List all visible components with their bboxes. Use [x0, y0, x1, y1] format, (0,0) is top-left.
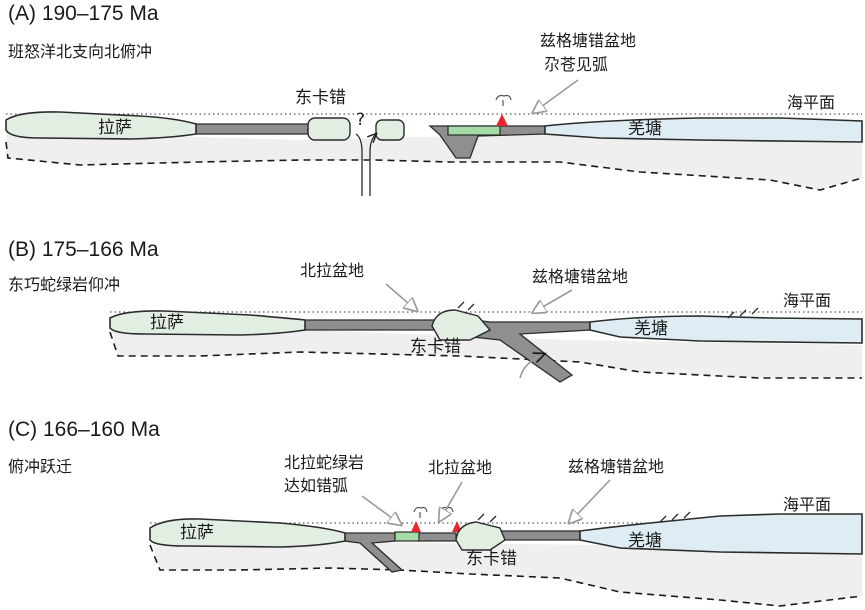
panel-a-oceanic-slab	[195, 123, 309, 135]
panel-c-oceanic-slab-central	[499, 530, 581, 541]
panel-c-sea-level-label: 海平面	[783, 495, 831, 514]
panel-c-basement	[149, 544, 863, 607]
panel-c-basin-callout-arrow	[570, 479, 611, 522]
panel-a-eruption-cloud-icon	[495, 94, 512, 106]
panel-a-basement	[5, 141, 863, 191]
panel-a-basin-label-1: 兹格塘错盆地	[540, 31, 636, 50]
panel-b-thrust-marks	[457, 301, 475, 311]
panel-c-ophiolite-label-1: 北拉蛇绿岩	[284, 453, 364, 472]
panel-a-sea-level-label: 海平面	[787, 93, 835, 112]
panel-c-ophiolite-basin	[394, 531, 420, 542]
panel-c-crust	[150, 535, 862, 606]
panel-c-dongqiao-block	[455, 521, 506, 551]
panel-c-dongqiao-label: 东卡错	[466, 549, 517, 569]
panel-c-lhasa-block	[149, 518, 346, 548]
panel-b-lhasa-label: 拉萨	[150, 313, 184, 333]
panel-b-basement	[109, 331, 862, 379]
panel-c: (C) 166–160 Ma 俯冲跃迁 海平面 拉萨 东卡错 羌塘 北拉蛇绿岩 …	[8, 418, 863, 607]
panel-c-north-lhasa-callout-arrow	[440, 481, 463, 520]
panel-c-thrust-marks	[477, 513, 497, 523]
panel-a-dongqiao-label: 东卡错	[295, 88, 346, 108]
panel-c-eruption-cloud-icon-1	[413, 506, 428, 518]
panel-c-oceanic-slab-east	[417, 532, 457, 542]
panel-b-qiangtang-thrusts	[727, 307, 759, 319]
panel-a-dongqiao-block-2	[375, 119, 405, 141]
panel-b-title: (B) 175–166 Ma	[8, 238, 159, 261]
panel-c-title: (C) 166–160 Ma	[8, 418, 160, 441]
panel-b-north-lhasa-basin-label: 北拉盆地	[300, 261, 364, 280]
panel-a-qiangtang-label: 羌塘	[628, 119, 662, 139]
panel-b-oceanic-slab	[299, 319, 441, 331]
panel-a-upwelling-arrow	[355, 134, 376, 196]
panel-b-subduction-arrow	[519, 354, 544, 379]
panel-c-qiangtang-thrusts	[659, 511, 691, 523]
panel-a-crust	[6, 128, 862, 190]
panel-c-basin-label: 兹格塘错盆地	[568, 457, 664, 476]
panel-b-basin-callout-arrow	[534, 289, 573, 312]
panel-a-title: (A) 190–175 Ma	[8, 2, 159, 25]
panel-c-volcano-icon-1	[411, 521, 421, 532]
panel-a-dongqiao-block-1	[307, 117, 351, 141]
panel-b-sea-level-label: 海平面	[783, 291, 831, 310]
panel-a-basin	[447, 125, 501, 136]
panel-a-subtitle: 班怒洋北支向北俯冲	[8, 42, 152, 61]
panel-a-lhasa-block	[5, 111, 197, 140]
panel-a-volcano-icon	[496, 114, 508, 126]
panel-a-basin-label-2: 尕苍见弧	[544, 55, 608, 74]
panel-b-subtitle: 东巧蛇绿岩仰冲	[8, 275, 120, 294]
panel-b-basin-label: 兹格塘错盆地	[532, 267, 628, 286]
panel-b-north-lhasa-callout-arrow	[385, 283, 416, 310]
panel-b-qiangtang-block	[589, 315, 863, 344]
panel-c-ophiolite-label-2: 达如错弧	[284, 476, 348, 495]
panel-c-north-lhasa-basin-label: 北拉盆地	[428, 458, 492, 477]
panel-c-lhasa-label: 拉萨	[180, 523, 214, 543]
panel-a-question-mark: ?	[356, 110, 365, 130]
panel-b: (B) 175–166 Ma 东巧蛇绿岩仰冲 海平面 拉萨 东卡错 羌塘 北拉盆…	[8, 238, 863, 383]
panel-a: (A) 190–175 Ma 班怒洋北支向北俯冲 海平面 拉萨 东卡错 ? 羌塘…	[5, 2, 863, 196]
panel-b-lhasa-block	[109, 310, 306, 336]
panel-b-qiangtang-label: 羌塘	[634, 319, 668, 339]
panel-a-qiangtang-block	[544, 117, 863, 143]
panel-b-dongqiao-label: 东卡错	[410, 337, 461, 357]
panel-b-dongqiao-block	[431, 309, 492, 341]
panel-c-ophiolite-callout-arrow	[361, 495, 400, 524]
panel-c-qiangtang-block	[579, 513, 863, 555]
panel-a-lhasa-label: 拉萨	[98, 118, 132, 138]
panel-a-callout-arrow	[534, 79, 579, 112]
panel-c-qiangtang-label: 羌塘	[628, 531, 662, 551]
panel-b-crust	[110, 322, 862, 378]
panel-c-subtitle: 俯冲跃迁	[8, 457, 72, 476]
